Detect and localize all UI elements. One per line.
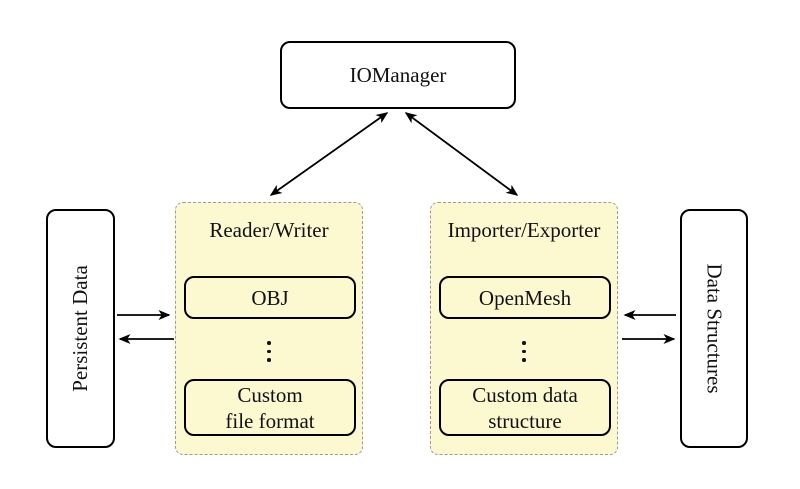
- group-reader-writer: Reader/Writer OBJ Custom file format: [175, 202, 363, 455]
- vertical-dots-icon: [176, 341, 362, 362]
- node-obj: OBJ: [184, 276, 356, 319]
- node-persistent-data: Persistent Data: [46, 209, 115, 448]
- node-obj-label: OBJ: [251, 285, 289, 310]
- arrow-iomanager-readerwriter: [269, 112, 389, 196]
- node-custom-data-structure-line1: Custom data: [472, 382, 578, 407]
- node-custom-data-structure: Custom data structure: [439, 379, 611, 436]
- node-custom-file-format: Custom file format: [184, 379, 356, 436]
- group-importer-exporter: Importer/Exporter OpenMesh Custom data s…: [430, 202, 618, 455]
- node-custom-file-format-line2: file format: [225, 408, 315, 433]
- node-persistent-data-label: Persistent Data: [68, 265, 92, 392]
- node-data-structures: Data Structures: [680, 209, 748, 448]
- node-openmesh: OpenMesh: [439, 276, 611, 319]
- node-iomanager: IOManager: [280, 41, 516, 109]
- vertical-dots-icon: [431, 341, 617, 362]
- node-iomanager-label: IOManager: [349, 62, 447, 87]
- node-openmesh-label: OpenMesh: [478, 285, 572, 310]
- node-custom-file-format-line1: Custom: [237, 382, 303, 407]
- node-data-structures-label: Data Structures: [702, 263, 727, 394]
- node-custom-data-structure-line2: structure: [488, 408, 562, 433]
- group-reader-writer-title: Reader/Writer: [209, 218, 329, 242]
- group-importer-exporter-title: Importer/Exporter: [447, 218, 601, 242]
- arrow-iomanager-importerexporter: [404, 112, 519, 196]
